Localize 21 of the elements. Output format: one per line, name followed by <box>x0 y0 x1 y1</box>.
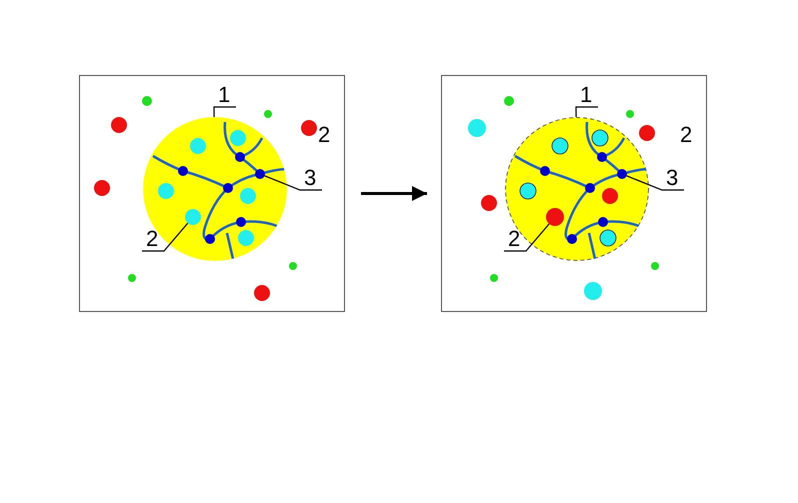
callout-number: 3 <box>304 167 318 189</box>
leader-line <box>504 223 550 252</box>
particle <box>546 208 564 226</box>
panel <box>79 75 345 312</box>
leader-line <box>626 175 684 191</box>
callout-number: 1 <box>218 84 232 106</box>
arrow <box>361 186 427 201</box>
junction-dot <box>255 169 265 179</box>
panel <box>441 75 707 312</box>
callout-number: 1 <box>580 84 594 106</box>
callout-number: 2 <box>508 228 522 250</box>
junction-dot <box>617 169 627 179</box>
leader-line <box>142 222 188 252</box>
callout-number: 2 <box>146 228 160 250</box>
callout-number: 3 <box>666 167 680 189</box>
callout-number: 2 <box>680 124 692 146</box>
leader-line <box>575 106 598 118</box>
leader-line <box>213 106 236 118</box>
particle <box>185 209 201 225</box>
callout-number: 2 <box>318 124 330 146</box>
leader-line <box>264 175 322 191</box>
